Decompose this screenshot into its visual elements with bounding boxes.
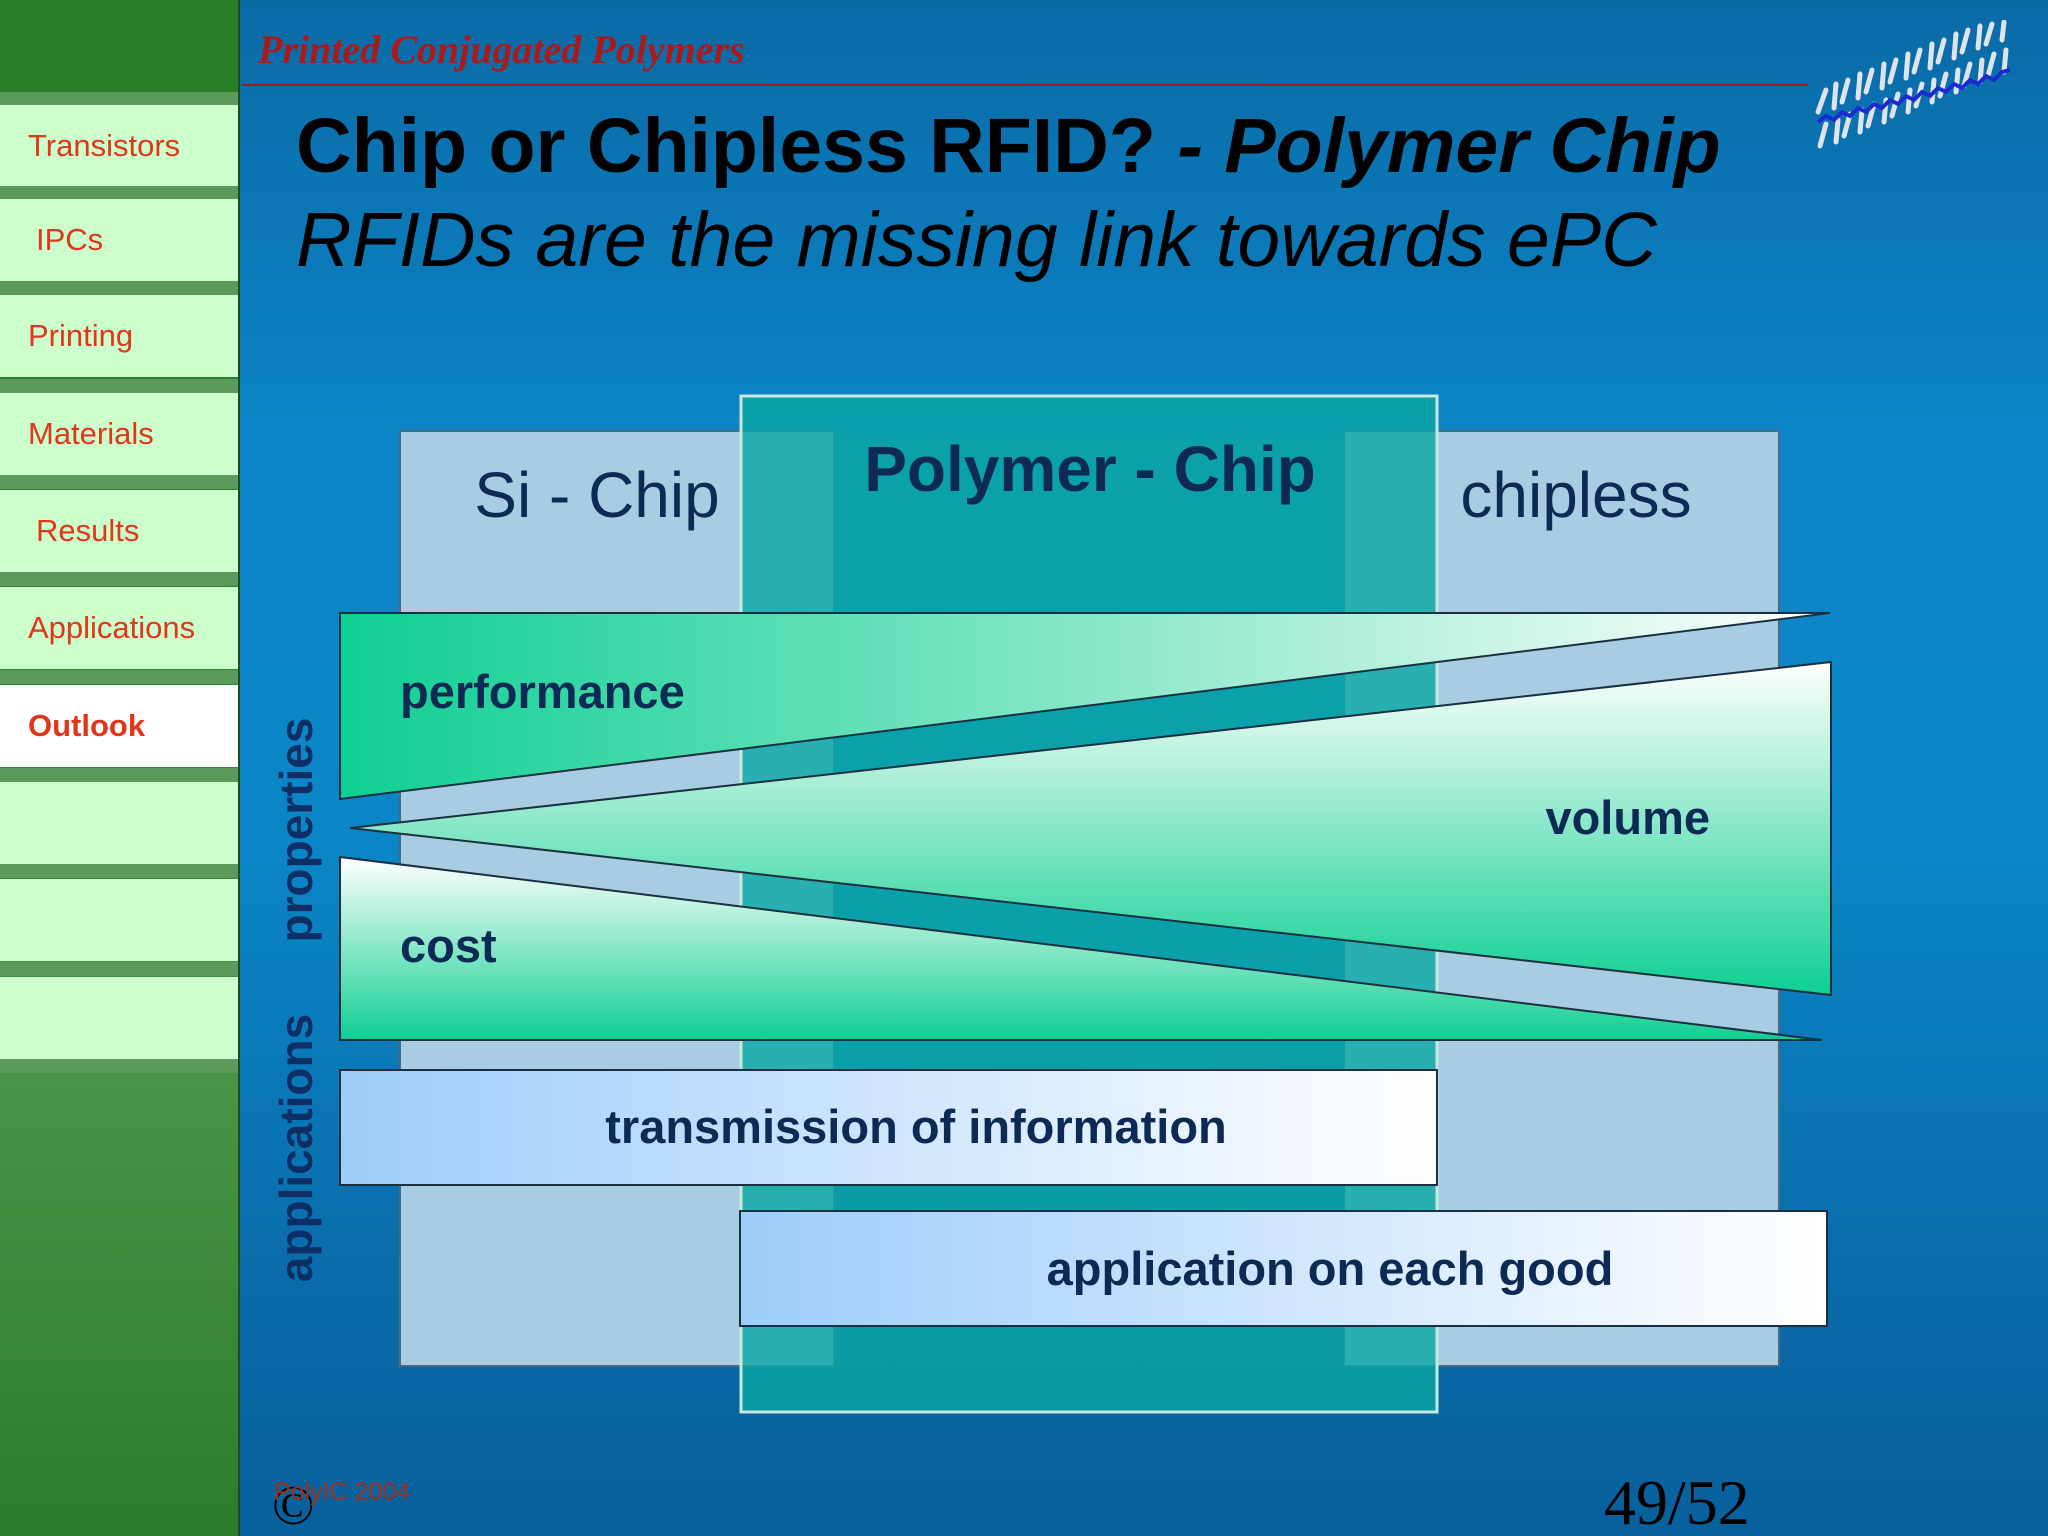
nav-item-empty (0, 879, 238, 961)
nav-separator (0, 186, 238, 200)
applications-label: applications (270, 1014, 322, 1282)
performance-wedge (339, 612, 1831, 801)
nav-item-applications[interactable]: Applications (0, 587, 238, 669)
transmission-bar (339, 1069, 1438, 1186)
nav-item-printing[interactable]: Printing (0, 295, 238, 377)
si-chip-label: Si - Chip (474, 459, 719, 531)
transmission-label: transmission of information (605, 1100, 1227, 1153)
slide-title-main: Chip or Chipless RFID? (296, 103, 1178, 189)
properties-label: properties (270, 718, 322, 943)
sidebar-nav: Transistors IPCs Printing Materials Resu… (0, 0, 240, 1536)
nav-separator (0, 379, 238, 393)
slide-subtitle: RFIDs are the missing link towards ePC (296, 197, 1657, 283)
each-good-label: application on each good (1047, 1242, 1614, 1295)
nav-separator (0, 962, 238, 976)
nav-separator (0, 1059, 238, 1073)
cost-label: cost (400, 919, 497, 972)
nav-item-materials[interactable]: Materials (0, 393, 238, 475)
cost-wedge (339, 855, 1823, 1041)
slide-title: Chip or Chipless RFID? - Polymer Chip (296, 102, 1721, 191)
copyright-text: PolyIC 2004 (274, 1478, 411, 1506)
volume-label: volume (1545, 791, 1710, 844)
volume-wedge (349, 660, 1832, 997)
nav-separator (0, 572, 238, 586)
chipless-label: chipless (1460, 459, 1691, 531)
nav-item-outlook[interactable]: Outlook (0, 685, 238, 767)
polymer-chain-logo (1815, 20, 2011, 149)
nav-item-empty (0, 782, 238, 864)
nav-separator (0, 670, 238, 684)
header-divider (242, 84, 1808, 86)
performance-label: performance (400, 665, 685, 718)
page-number: 49/52 (1604, 1467, 1750, 1536)
each-good-bar (739, 1210, 1828, 1327)
nav-separator (0, 768, 238, 782)
nav-item-results[interactable]: Results (0, 490, 238, 572)
course-title: Printed Conjugated Polymers (258, 27, 745, 72)
nav-item-ipcs[interactable]: IPCs (0, 199, 238, 281)
copyright-symbol: © (272, 1475, 315, 1536)
nav-item-transistors[interactable]: Transistors (0, 105, 238, 187)
polymer-chip-label: Polymer - Chip (864, 433, 1316, 505)
nav-separator (0, 475, 238, 489)
nav-item-empty (0, 977, 238, 1059)
slide-title-emphasis: - Polymer Chip (1177, 103, 1721, 189)
nav-separator (0, 281, 238, 295)
nav-separator (0, 864, 238, 878)
nav-separator (0, 92, 238, 106)
